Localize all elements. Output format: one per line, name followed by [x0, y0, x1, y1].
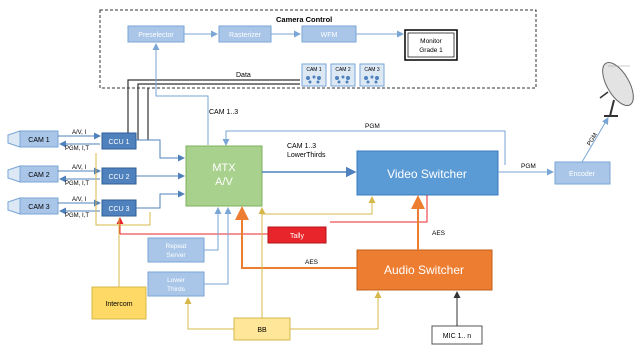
rasterizer-label: Rasterizer [229, 32, 262, 39]
camera-2-label: CAM 2 [28, 172, 50, 179]
cam13-up-label: CAM 1..3 [209, 109, 238, 116]
lower-thirds-line1: Lower [167, 277, 186, 284]
mtx-av-box [185, 145, 263, 207]
ccu-2-label: CCU 2 [108, 174, 129, 181]
data-bus-line [127, 79, 300, 140]
camera-1: CAM 1 [7, 130, 59, 148]
cam1-sig-top: A/V, I [72, 130, 86, 136]
ccu-1 [101, 132, 137, 150]
monitor-label-line2: Grade 1 [419, 47, 443, 54]
camera-2: CAM 2 [7, 165, 59, 183]
video-switcher-label: Video Switcher [387, 167, 467, 181]
cam-panel-3: CAM 3 [359, 63, 385, 87]
tally-label: Tally [290, 233, 305, 240]
camera-control-region [99, 9, 537, 89]
cam-panel-3-label: CAM 3 [364, 67, 380, 73]
tally-box [267, 226, 327, 244]
cam13-right-label-line2: LowerThirds [287, 152, 326, 159]
mtx-label-line1: MTX [212, 162, 236, 174]
repeat-server-line2: Server [166, 252, 186, 259]
lower-thirds-line2: Thirds [167, 286, 186, 293]
lower-thirds-box [147, 271, 205, 297]
mic-label: MIC 1.. n [443, 333, 472, 340]
bb-label: BB [257, 327, 267, 334]
intercom-label: Intercom [105, 301, 132, 308]
monitor-label-line1: Monitor [420, 38, 443, 45]
mtx-label-line2: A/V [215, 176, 233, 188]
data-label: Data [236, 72, 251, 79]
intercom-box [91, 286, 147, 320]
audio-switcher-label: Audio Switcher [384, 263, 464, 277]
cam-panel-1: CAM 1 [301, 63, 327, 87]
camera-control-title: Camera Control [276, 15, 332, 24]
cam3-sig-top: A/V, I [72, 197, 86, 203]
wfm-label: WFM [321, 32, 338, 39]
monitor-box [404, 29, 458, 61]
cam-panel-2: CAM 2 [330, 63, 356, 87]
cam2-sig-bottom: PGM, I,T [65, 181, 89, 187]
cam1-sig-bottom: PGM, I,T [65, 146, 89, 152]
audio-switcher-box [356, 249, 493, 291]
video-switcher-box [356, 150, 499, 196]
repeat-server-line1: Repeat [166, 243, 187, 250]
camera-3-label: CAM 3 [28, 204, 50, 211]
encoder-label: Encoder [569, 171, 596, 178]
preselector-label: Preselector [138, 32, 174, 39]
cam-panel-2-label: CAM 2 [335, 67, 351, 73]
cam2-sig-top: A/V, I [72, 165, 86, 171]
camera-1-label: CAM 1 [28, 137, 50, 144]
ccu-3-label: CCU 3 [108, 206, 129, 213]
repeat-server-box [147, 237, 205, 263]
cam3-sig-bottom: PGM, I,T [65, 213, 89, 219]
cam-panel-1-label: CAM 1 [306, 67, 322, 73]
camera-3: CAM 3 [7, 197, 59, 215]
ccu-1-label: CCU 1 [108, 139, 129, 146]
pgm-dish-label: PGM [587, 132, 599, 147]
pgm-top-label: PGM [365, 123, 380, 130]
monitor-screen [407, 32, 455, 58]
cam13-right-label-line1: CAM 1..3 [287, 143, 316, 150]
aes-left-label: AES [305, 259, 319, 266]
pgm-right-label: PGM [521, 163, 536, 170]
aes-right-label: AES [432, 230, 446, 237]
satellite-dish-icon [599, 62, 634, 117]
